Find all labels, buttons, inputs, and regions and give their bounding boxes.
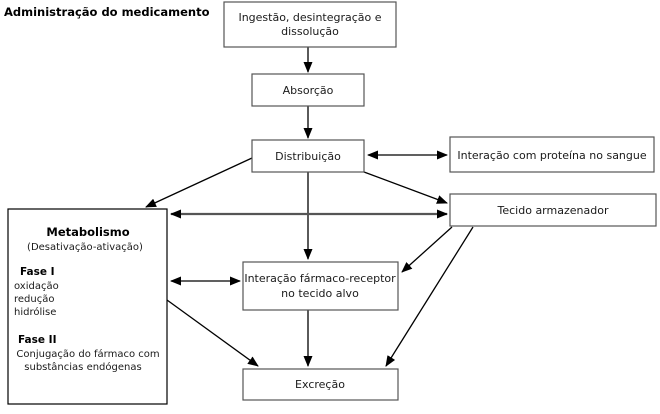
node-excretion[interactable]: Excreção [242,368,399,401]
node-ingestion[interactable]: Ingestão, desintegração e dissolução [223,1,397,48]
metabolism-phase2-line1: Conjugação do fármaco com [16,348,159,360]
node-receptor-interaction[interactable]: Interação fármaco-receptor no tecido alv… [242,261,399,311]
node-ingestion-line2: dissolução [281,25,339,38]
edge-metabolism-to-excretion [166,299,259,367]
node-distribution-label: Distribuição [275,150,341,163]
node-protein-interaction[interactable]: Interação com proteína no sangue [449,136,655,173]
node-protein-interaction-label: Interação com proteína no sangue [457,149,646,162]
metabolism-subheading: (Desativação-ativação) [27,242,143,253]
node-ingestion-line1: Ingestão, desintegração e [238,11,381,24]
node-receptor-line1: Interação fármaco-receptor [244,272,396,285]
metabolism-phase1-item-2: hidrólise [14,306,56,318]
node-storage-tissue-label: Tecido armazenador [497,204,609,217]
node-excretion-label: Excreção [295,378,345,391]
metabolism-phase2-title: Fase II [18,334,56,346]
node-metabolism[interactable]: Metabolismo (Desativação-ativação) Fase … [7,208,168,405]
metabolism-phase1-item-1: redução [14,294,54,305]
metabolism-phase2-line2: substâncias endógenas [24,361,141,373]
edge-distribution-to-storage [363,171,448,204]
node-absorption-label: Absorção [283,84,334,97]
diagram-title: Administração do medicamento [4,5,210,19]
node-receptor-line2: no tecido alvo [281,287,359,300]
node-distribution[interactable]: Distribuição [251,139,365,173]
node-absorption[interactable]: Absorção [251,73,365,107]
metabolism-heading: Metabolismo [46,225,129,239]
edge-storage-to-excretion [385,226,474,367]
edge-distribution-to-metabolism [145,157,253,208]
metabolism-phase1-title: Fase I [20,266,55,278]
node-storage-tissue[interactable]: Tecido armazenador [449,193,657,227]
edge-storage-to-receptor [401,226,453,273]
metabolism-phase1-item-0: oxidação [14,281,59,292]
